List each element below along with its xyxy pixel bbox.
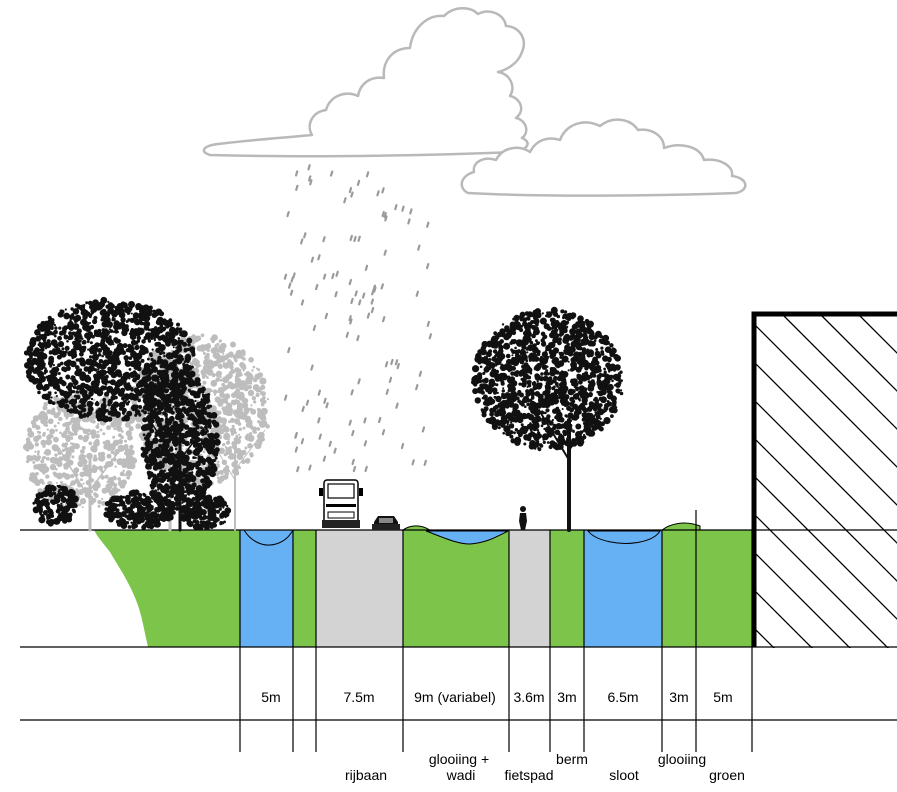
width-label: 6.5m xyxy=(607,689,638,705)
zone-name-labels: rijbaan glooiing + wadi fietspad berm sl… xyxy=(345,751,745,783)
label-glooiing-wadi-line1: glooiing + xyxy=(429,751,489,767)
zone-fills xyxy=(240,530,752,647)
cloud-right xyxy=(460,118,747,197)
label-sloot: sloot xyxy=(609,767,639,783)
rain-drops xyxy=(283,164,433,473)
tree-foliage xyxy=(471,306,624,452)
section-lines xyxy=(20,529,897,721)
cloud-icon xyxy=(202,7,747,197)
wadi-water-dip xyxy=(425,530,509,545)
glooiing-mound xyxy=(660,522,701,531)
zone-groen xyxy=(696,530,752,647)
label-berm: berm xyxy=(556,751,588,767)
hatched-building xyxy=(751,311,897,648)
width-label: 5m xyxy=(261,689,280,705)
width-label: 9m (variabel) xyxy=(414,689,496,705)
width-label: 3m xyxy=(557,689,576,705)
label-rijbaan: rijbaan xyxy=(345,767,387,783)
zone-berm xyxy=(550,530,584,647)
width-label: 3m xyxy=(669,689,688,705)
zone-glooiing xyxy=(662,530,696,647)
zone-rijbaan xyxy=(316,530,403,647)
tree-foliage xyxy=(140,371,221,512)
label-glooiing-wadi-line2: wadi xyxy=(446,767,476,783)
zone-glooiing-wadi xyxy=(403,530,509,647)
left-slope-green xyxy=(94,530,240,647)
cyclist-icon xyxy=(519,506,527,530)
tree-foliage xyxy=(32,484,79,527)
label-fietspad: fietspad xyxy=(504,767,553,783)
width-label: 7.5m xyxy=(343,689,374,705)
zone-water-1 xyxy=(240,530,293,647)
width-label: 5m xyxy=(713,689,732,705)
width-labels: 5m 7.5m 9m (variabel) 3.6m 3m 6.5m 3m 5m xyxy=(261,689,732,705)
tree-foliage xyxy=(103,489,176,530)
zone-green-narrow xyxy=(293,530,316,647)
sloot-dip xyxy=(586,530,661,544)
truck-icon xyxy=(319,479,363,528)
tree-foliage xyxy=(180,494,232,531)
car-icon xyxy=(372,516,400,530)
zone-fietspad xyxy=(509,530,550,647)
label-groen: groen xyxy=(709,767,745,783)
cloud-left xyxy=(202,7,529,158)
tree-trunk xyxy=(538,409,600,532)
tree-trunk xyxy=(149,419,211,532)
ditch-left-dip xyxy=(243,529,294,546)
zone-sloot xyxy=(584,530,662,647)
tree-icon xyxy=(23,296,624,532)
width-label: 3.6m xyxy=(513,689,544,705)
tree-trunk xyxy=(59,449,121,532)
label-glooiing: glooiing xyxy=(658,751,706,767)
tree-foliage xyxy=(23,296,196,423)
